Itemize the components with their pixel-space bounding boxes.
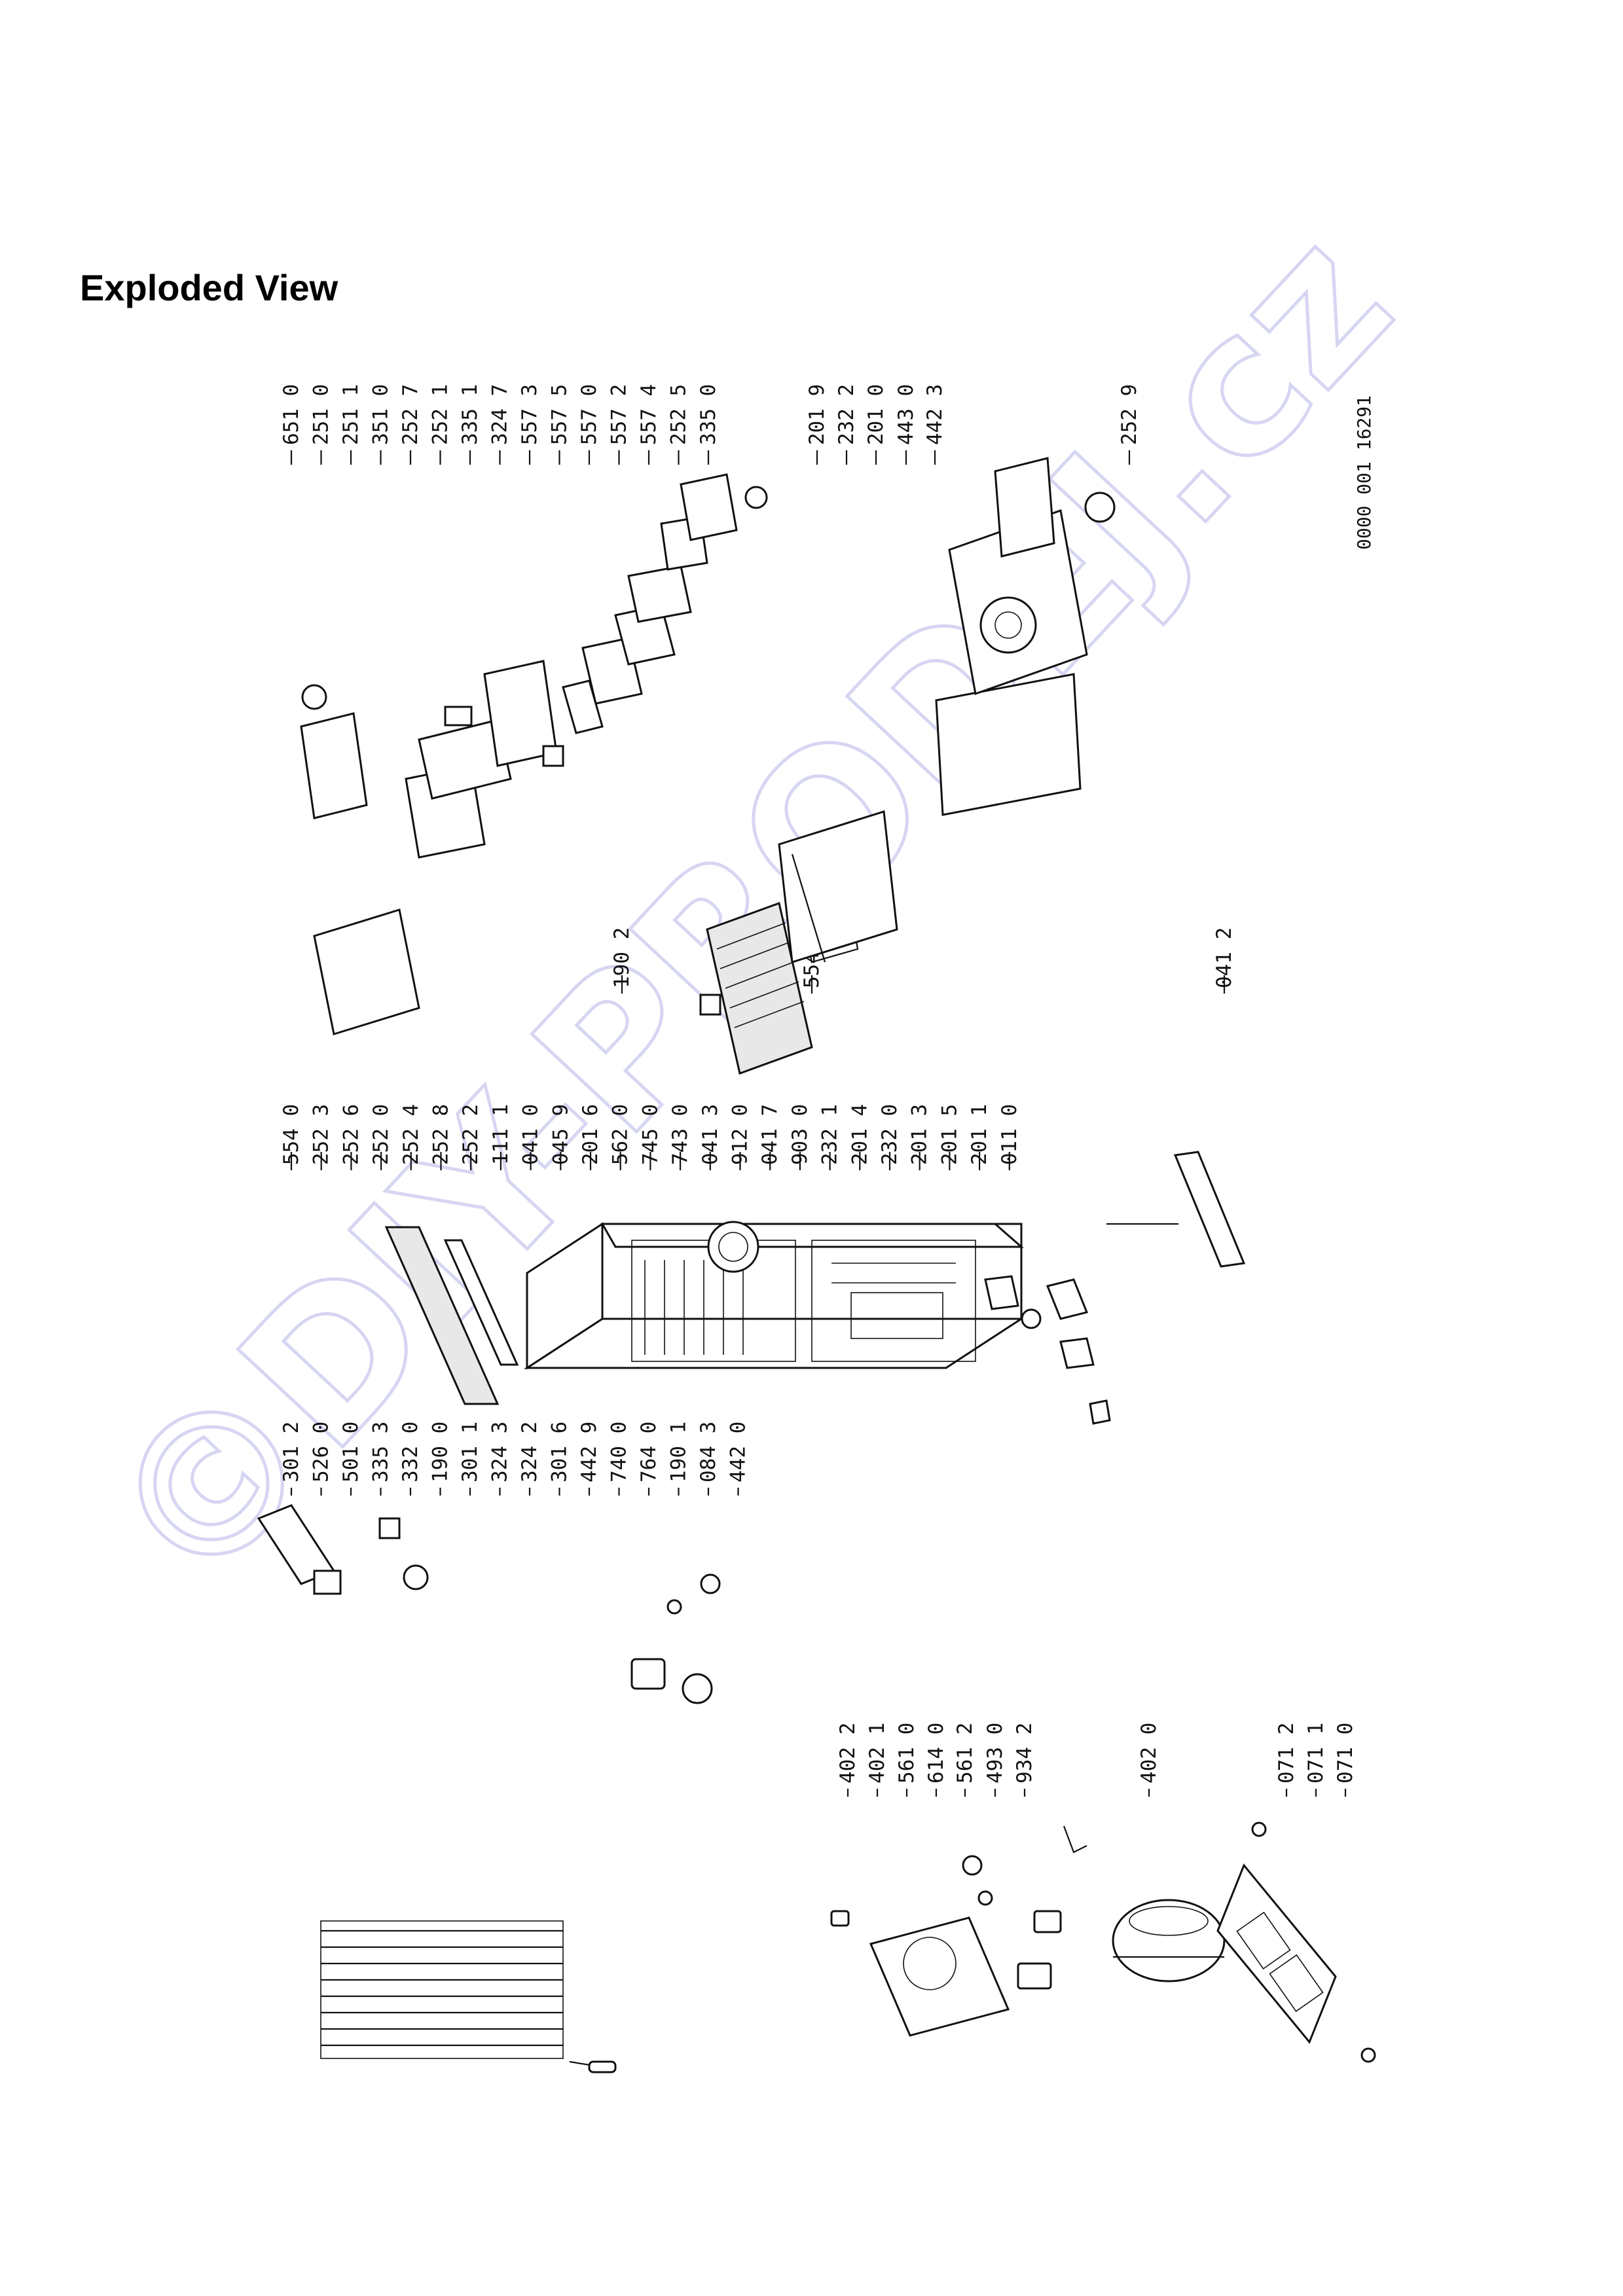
top-part-label: 557 4 [637, 384, 661, 445]
condenser-coil-part [320, 1920, 617, 2073]
hinge-parts [984, 1275, 1111, 1425]
left-part-label: 501 0 [339, 1422, 363, 1482]
left-part-label: 332 0 [399, 1422, 422, 1482]
top-part-label: 557 0 [577, 384, 601, 445]
bottom-part-label: 561 0 [895, 1723, 919, 1784]
top-part-label: 251 1 [339, 384, 363, 445]
top-part-label: 335 0 [697, 384, 720, 445]
top-part-label: 251 0 [310, 384, 333, 445]
door-shelf-part [1106, 1151, 1246, 1268]
upper-parts-cluster [300, 473, 768, 1035]
top-right-part-label: 201 0 [864, 384, 888, 445]
left-part-label: 764 0 [637, 1422, 661, 1482]
top-right-part-label: 443 0 [894, 384, 918, 445]
top-right-part-label: 232 2 [835, 384, 858, 445]
compressor-part [1112, 1899, 1226, 1982]
drip-tray-part [869, 1916, 1010, 2037]
top-part-label: 252 1 [429, 384, 452, 445]
top-part-label: 335 1 [458, 384, 482, 445]
bottom-part-label: 071 2 [1275, 1723, 1298, 1784]
bottom-part-label: 071 0 [1334, 1723, 1357, 1784]
compressor-baseplate-part [1216, 1821, 1376, 2063]
top-part-label: 252 7 [399, 384, 422, 445]
top-part-label: 351 0 [369, 384, 393, 445]
top-right-part-label: 201 9 [805, 384, 829, 445]
fan-housing-part [935, 457, 1116, 816]
top-part-label: 557 5 [548, 384, 572, 445]
left-part-label: 190 0 [429, 1422, 452, 1482]
left-part-label: 526 0 [310, 1422, 333, 1482]
left-part-label: 335 3 [369, 1422, 393, 1482]
left-part-label: 084 3 [697, 1422, 720, 1482]
bottom-part-label: 614 0 [924, 1723, 948, 1784]
left-part-label: 324 2 [518, 1422, 541, 1482]
bottom-part-label: 402 0 [1137, 1723, 1161, 1784]
crisper-drawer-part [778, 810, 898, 963]
bottom-part-label: 402 2 [836, 1723, 860, 1784]
small-bottom-parts [830, 1825, 1087, 1990]
fan-grille-part [707, 1221, 759, 1273]
left-part-label: 324 3 [488, 1422, 512, 1482]
left-part-label: 442 9 [577, 1422, 601, 1482]
left-part-label: 740 0 [608, 1422, 631, 1482]
watermark-text: ©DIY-PRODEJ.cz [64, 189, 1434, 1636]
refrigerator-cabinet-part [523, 1222, 1025, 1370]
left-part-label: 442 0 [727, 1422, 750, 1482]
page-title: Exploded View [80, 267, 338, 308]
top-part-label: 651 0 [280, 384, 303, 445]
top-right-part-label: 442 3 [923, 384, 947, 445]
bottom-part-label: 071 1 [1304, 1723, 1328, 1784]
top-part-label: 557 3 [518, 384, 541, 445]
evaporator-part [699, 902, 859, 1075]
bottom-part-label: 934 2 [1013, 1723, 1036, 1784]
drawing-number: 0000 001 16291 [1353, 395, 1375, 550]
bottom-part-label: 402 1 [866, 1723, 889, 1784]
leader-lines [290, 450, 1347, 1797]
left-part-label: 190 1 [667, 1422, 691, 1482]
left-part-label: 301 2 [280, 1422, 303, 1482]
top-right-part-label: 252 9 [1118, 384, 1141, 445]
thermostat-part [630, 1573, 721, 1704]
top-part-label: 557 2 [608, 384, 631, 445]
control-panel-strip-part [257, 1226, 519, 1595]
bottom-part-label: 493 0 [983, 1723, 1007, 1784]
top-part-label: 252 5 [667, 384, 691, 445]
bottom-part-label: 561 2 [953, 1723, 977, 1784]
left-part-label: 301 1 [458, 1422, 482, 1482]
left-part-label: 301 6 [548, 1422, 572, 1482]
top-part-label: 324 7 [488, 384, 512, 445]
